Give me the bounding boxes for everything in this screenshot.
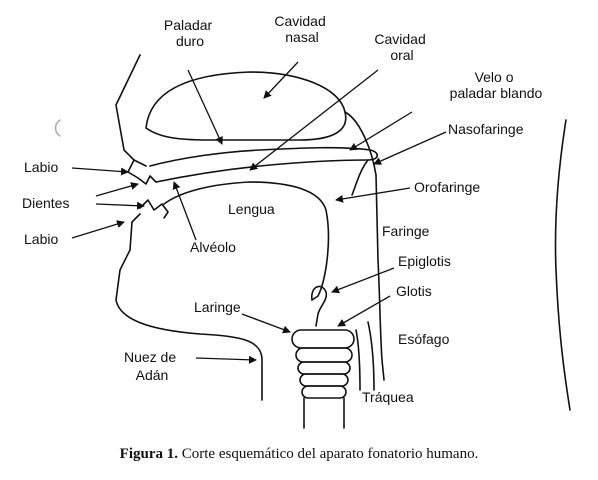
label-paladar-duro-line1: Paladar [164,17,213,33]
arrow-dientes-2 [96,204,144,206]
arrow-nasofaringe [374,132,446,164]
ear-mark [56,120,61,136]
arrow-orofaringe [336,188,410,200]
arrow-dientes-1 [96,184,138,196]
label-velo-line2: paladar blando [450,85,543,101]
label-nuez-line1: Nuez de [124,349,176,365]
label-esofago: Esófago [398,331,450,347]
label-cavidad-oral-line1: Cavidad [374,31,425,47]
label-cavidad-oral-line2: oral [390,47,413,63]
lower-teeth [140,200,168,218]
tongue [164,182,328,300]
label-faringe: Faringe [382,223,430,239]
arrow-cavidad-oral [250,70,378,170]
label-paladar-duro-line2: duro [176,33,204,49]
arrow-labio-superior [72,168,128,172]
figure-caption: Figura 1. Corte esquemático del aparato … [0,446,598,463]
pharynx-inner-wall [352,160,368,195]
neck-back [555,120,570,410]
labels: Paladar duro Cavidad nasal Cavidad oral … [22,13,543,405]
label-labio-inferior: Labio [24,231,58,247]
arrow-nuez [196,358,256,360]
label-cavidad-nasal: Cavidad nasal [274,13,329,45]
arrow-cavidad-nasal [264,62,298,98]
arrow-epiglotis [332,268,394,292]
label-labio-superior: Labio [24,159,58,175]
caption-label: Figura 1. [120,446,178,462]
label-glotis: Glotis [396,283,432,299]
label-cavidad-oral: Cavidad oral [374,31,429,63]
label-velo: Velo o paladar blando [450,69,543,101]
label-nasofaringe: Nasofaringe [448,121,524,137]
label-nuez-line2: Adán [136,367,169,383]
caption-text: Corte esquemático del aparato fonatorio … [178,446,478,462]
label-cavidad-nasal-line2: nasal [285,29,318,45]
velum-pharynx-wall [345,112,384,380]
arrow-glotis [338,296,390,326]
anatomy-outline [56,55,571,428]
larynx [292,330,354,398]
label-paladar-duro: Paladar duro [164,17,216,49]
label-dientes: Dientes [22,195,69,211]
label-traquea: Tráquea [362,389,414,405]
nasal-cavity-shape [146,72,346,140]
label-lengua: Lengua [228,201,275,217]
label-nuez: Nuez de Adán [124,349,180,383]
label-alveolo: Alvéolo [190,239,236,255]
label-cavidad-nasal-line1: Cavidad [274,13,325,29]
trachea [304,398,344,428]
label-laringe: Laringe [194,299,241,315]
hard-palate [150,148,377,182]
arrow-paladar-duro [188,70,222,144]
arrow-labio-inferior [72,222,124,238]
arrow-velo [350,112,412,150]
arrow-laringe [242,314,290,332]
label-orofaringe: Orofaringe [414,179,480,195]
label-velo-line1: Velo o [475,69,514,85]
nose-profile [116,55,146,166]
label-epiglotis: Epiglotis [398,253,451,269]
esophagus [356,322,374,390]
